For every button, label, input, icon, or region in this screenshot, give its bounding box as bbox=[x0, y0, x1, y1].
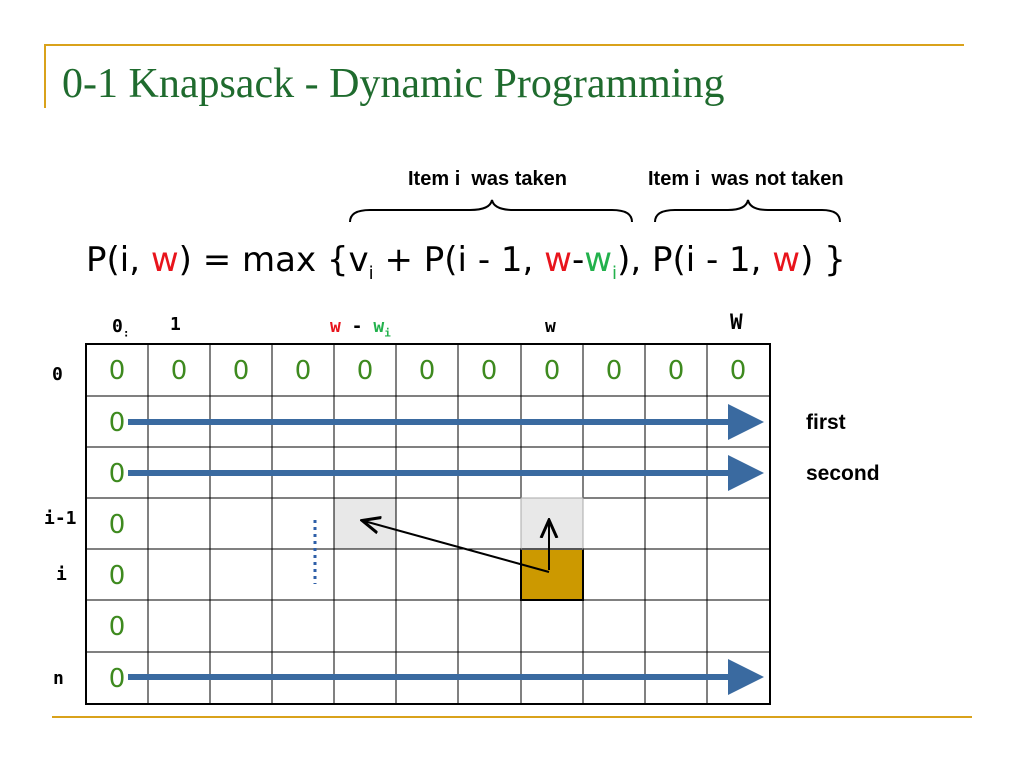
table-cell: 0 bbox=[480, 356, 498, 386]
row-label-0: 0 bbox=[52, 364, 63, 385]
row-label-i-minus-1: i-1 bbox=[44, 508, 77, 529]
table-grid bbox=[85, 343, 771, 705]
row-label-n: n bbox=[53, 668, 64, 689]
table-cell: 0 bbox=[356, 356, 374, 386]
table-cell: 0 bbox=[418, 356, 436, 386]
table-cell: 0 bbox=[543, 356, 561, 386]
table-cell: 0 bbox=[108, 664, 126, 694]
table-cell: 0 bbox=[667, 356, 685, 386]
left-accent-line bbox=[44, 44, 46, 108]
table-cell: 0 bbox=[108, 510, 126, 540]
col-label-W: W bbox=[730, 310, 743, 334]
brace-taken bbox=[349, 199, 633, 223]
col-label-1: 1 bbox=[170, 314, 181, 335]
cell-current bbox=[521, 549, 583, 600]
dependency-arrows bbox=[364, 521, 550, 573]
table-cell: 0 bbox=[729, 356, 747, 386]
arrow-to-w-minus-wi bbox=[364, 521, 550, 573]
table-cell: 0 bbox=[108, 356, 126, 386]
cell-prev-w bbox=[521, 498, 583, 549]
table-cell: 0 bbox=[108, 459, 126, 489]
table-cell: 0 bbox=[232, 356, 250, 386]
cell-prev-w-minus-wi bbox=[334, 498, 396, 549]
row-label-i: i bbox=[56, 564, 67, 585]
label-second: second bbox=[806, 462, 880, 485]
col-label-w: w bbox=[545, 316, 556, 337]
brace-not-taken bbox=[654, 199, 841, 223]
label-first: first bbox=[806, 411, 846, 434]
cell-prev-w-border bbox=[520, 497, 584, 550]
col-label-w-minus-wi: w - wi bbox=[330, 316, 391, 340]
bottom-accent-line bbox=[52, 716, 972, 718]
table-cell: 0 bbox=[605, 356, 623, 386]
table-cell: 0 bbox=[108, 612, 126, 642]
table-cell: 0 bbox=[108, 408, 126, 438]
recurrence-formula: P(i, w) = max {vi + P(i - 1, w-wi), P(i … bbox=[86, 240, 846, 284]
brace-label-taken: Item i was taken bbox=[408, 168, 567, 190]
table-cell: 0 bbox=[294, 356, 312, 386]
row-arrows bbox=[128, 404, 764, 695]
table-cell: 0 bbox=[108, 561, 126, 591]
col-label-0: 0: bbox=[112, 316, 130, 340]
slide-title: 0-1 Knapsack - Dynamic Programming bbox=[62, 61, 725, 107]
table-cell: 0 bbox=[170, 356, 188, 386]
brace-label-not-taken: Item i was not taken bbox=[648, 168, 844, 190]
top-accent-line bbox=[44, 44, 964, 46]
